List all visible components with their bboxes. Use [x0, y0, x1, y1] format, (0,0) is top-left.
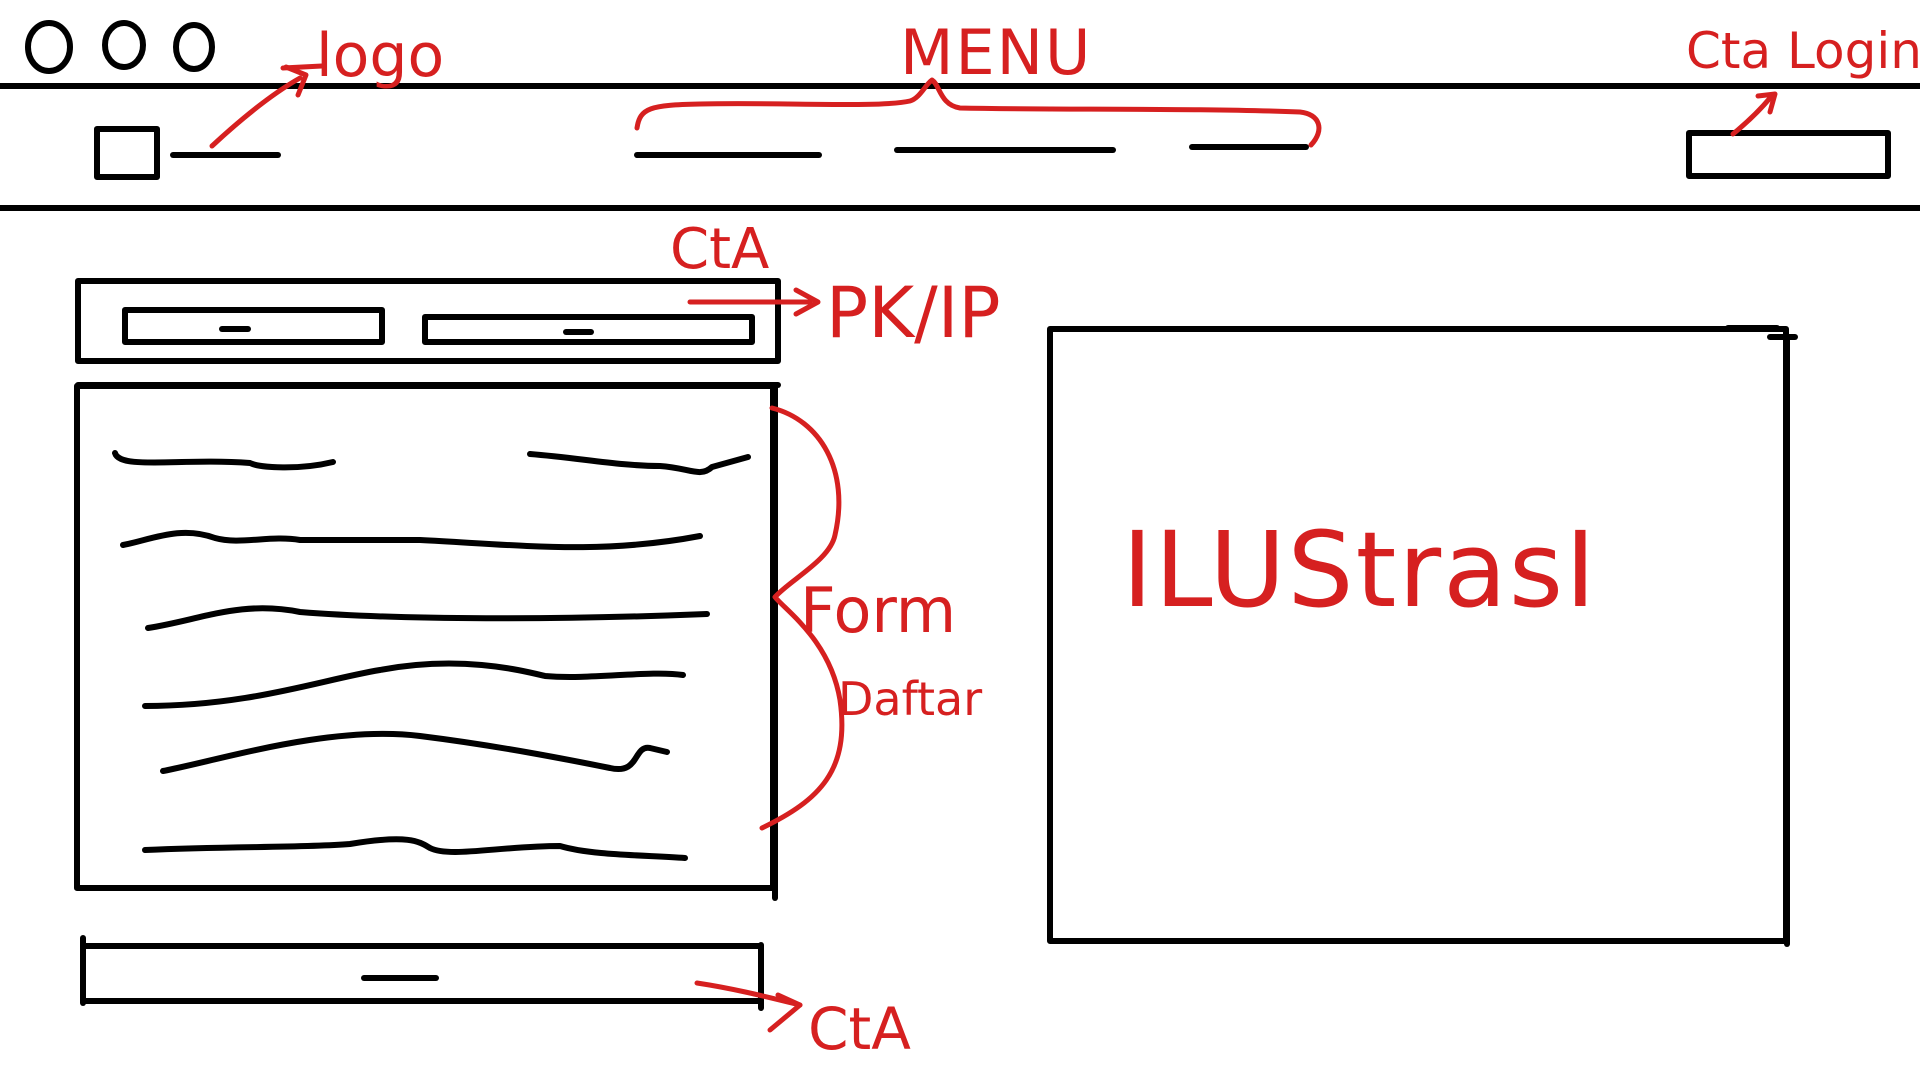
- annotation-cta-bottom: CtA: [808, 995, 911, 1063]
- form-field-label-right[interactable]: [527, 451, 751, 476]
- submit-cta-button[interactable]: [80, 935, 764, 1011]
- form-field-4[interactable]: [160, 730, 670, 774]
- tab-pk-button[interactable]: [122, 307, 385, 345]
- navbar-menu: [634, 144, 1309, 158]
- annotation-menu: MENU: [900, 16, 1093, 89]
- annotation-illustration: ILUStrasI: [1122, 509, 1598, 631]
- illustration-frame: [1047, 326, 1789, 944]
- form-field-label-left[interactable]: [112, 450, 336, 471]
- window-controls: [25, 20, 215, 74]
- annotation-cta-login: Cta Login: [1686, 22, 1920, 80]
- window-close-icon[interactable]: [25, 20, 73, 74]
- login-cta-button[interactable]: [1686, 130, 1891, 179]
- tabs-container: [75, 278, 781, 388]
- logo-placeholder-icon: [94, 126, 160, 180]
- annotation-logo: logo: [316, 21, 445, 91]
- form-field-2[interactable]: [145, 605, 710, 631]
- annotation-form-line1: Form: [800, 574, 957, 647]
- form-field-1[interactable]: [120, 529, 703, 551]
- window-maximize-icon[interactable]: [173, 22, 215, 72]
- tabs-frame: [75, 278, 781, 364]
- navbar-logo[interactable]: [94, 126, 281, 180]
- form-field-3[interactable]: [142, 660, 686, 709]
- window-minimize-icon[interactable]: [102, 20, 146, 70]
- registration-form: [74, 383, 778, 901]
- annotation-form-line2: Daftar: [838, 672, 983, 726]
- illustration-box: [1047, 325, 1798, 947]
- tab-ip-button[interactable]: [422, 314, 755, 345]
- form-field-5[interactable]: [142, 836, 688, 861]
- annotation-tabs-target: PK/IP: [826, 272, 1001, 354]
- annotation-cta-tabs: CtA: [670, 217, 770, 282]
- annotation-strokes: [209, 63, 1778, 1033]
